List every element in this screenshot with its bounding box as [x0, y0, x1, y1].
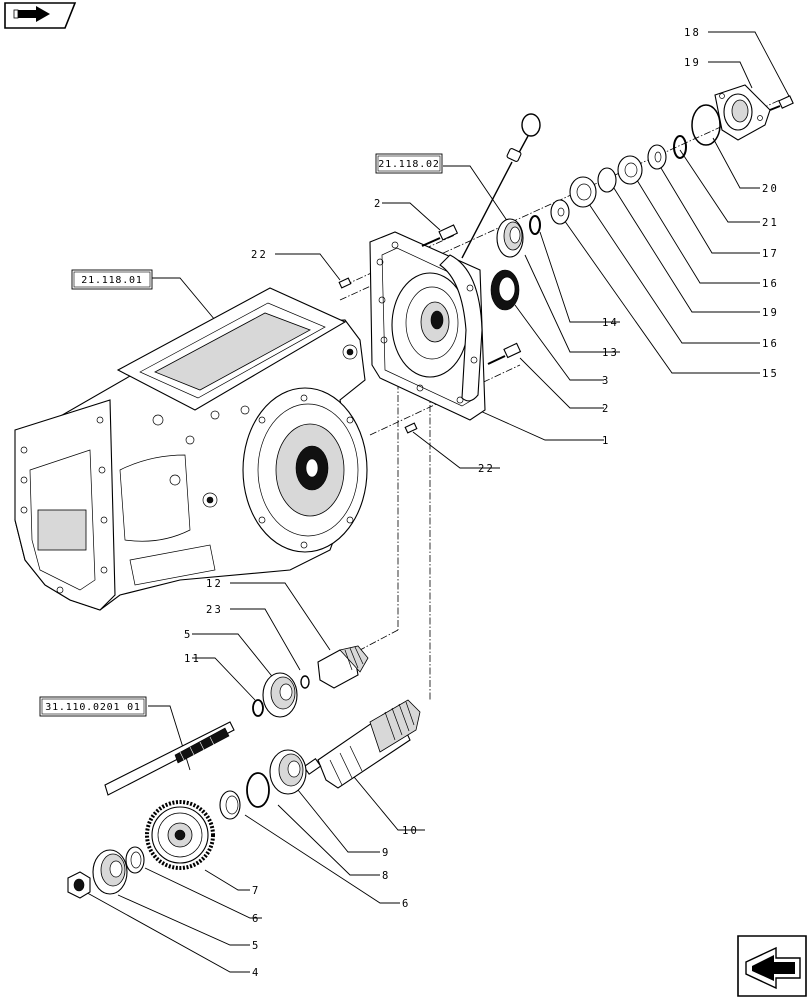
- dipstick: [461, 113, 541, 259]
- bolt-2-lower: [487, 342, 522, 365]
- callout-6-right: 6: [402, 898, 411, 910]
- callout-21: 21: [762, 217, 779, 229]
- callout-2-right: 2: [602, 403, 611, 415]
- callout-5-upper: 5: [184, 629, 193, 641]
- callout-19-lower: 19: [762, 307, 779, 319]
- callout-15: 15: [762, 368, 779, 380]
- bolts-and-pins: [338, 224, 522, 434]
- callout-6-left: 6: [252, 913, 261, 925]
- rear-cover-plate: [369, 231, 486, 421]
- callout-11: 11: [184, 653, 201, 665]
- leader-lines: [81, 31, 791, 973]
- svg-text:21.118.02: 21.118.02: [378, 159, 439, 170]
- callout-2-top: 2: [374, 198, 383, 210]
- splined-shaft: [104, 721, 235, 796]
- reference-box-31-110-0201-01[interactable]: 31.110.0201 01: [39, 696, 147, 717]
- callout-20: 20: [762, 183, 779, 195]
- callout-18: 18: [684, 27, 701, 39]
- reference-box-21-118-02[interactable]: 21.118.02: [375, 153, 443, 174]
- callout-14: 14: [602, 317, 619, 329]
- callout-19-top: 19: [684, 57, 701, 69]
- callout-22-bottom: 22: [478, 463, 495, 475]
- pto-shaft: [303, 699, 421, 789]
- svg-text:21.118.01: 21.118.01: [81, 275, 142, 286]
- bolt-2-upper: [421, 224, 459, 247]
- callout-22-top: 22: [251, 249, 268, 261]
- forward-arrow-icon[interactable]: [737, 935, 807, 997]
- callout-1: 1: [602, 435, 611, 447]
- callout-16-upper: 16: [762, 278, 779, 290]
- callout-10: 10: [402, 825, 419, 837]
- callout-labels: 18 19 20 21 17 16 19 16 15 14 13 3 2 1 2…: [184, 27, 779, 979]
- callout-9: 9: [382, 847, 391, 859]
- callout-8: 8: [382, 870, 391, 882]
- callout-3: 3: [602, 375, 611, 387]
- pinion-shaft-assembly: [252, 645, 369, 718]
- callout-5-lower: 5: [252, 940, 261, 952]
- back-arrow-icon[interactable]: [4, 2, 77, 29]
- callout-23: 23: [206, 604, 223, 616]
- callout-7: 7: [252, 885, 261, 897]
- callout-17: 17: [762, 248, 779, 260]
- transmission-housing: [14, 287, 368, 611]
- svg-text:31.110.0201 01: 31.110.0201 01: [45, 702, 141, 713]
- callout-12: 12: [206, 578, 223, 590]
- bearing-stack-upper: [490, 84, 794, 311]
- callout-13: 13: [602, 347, 619, 359]
- assembly-axis-lines: [339, 99, 781, 700]
- callout-16-lower: 16: [762, 338, 779, 350]
- reference-box-21-118-01[interactable]: 21.118.01: [71, 269, 153, 290]
- callout-4: 4: [252, 967, 261, 979]
- gear-bearing-stack: [67, 749, 307, 899]
